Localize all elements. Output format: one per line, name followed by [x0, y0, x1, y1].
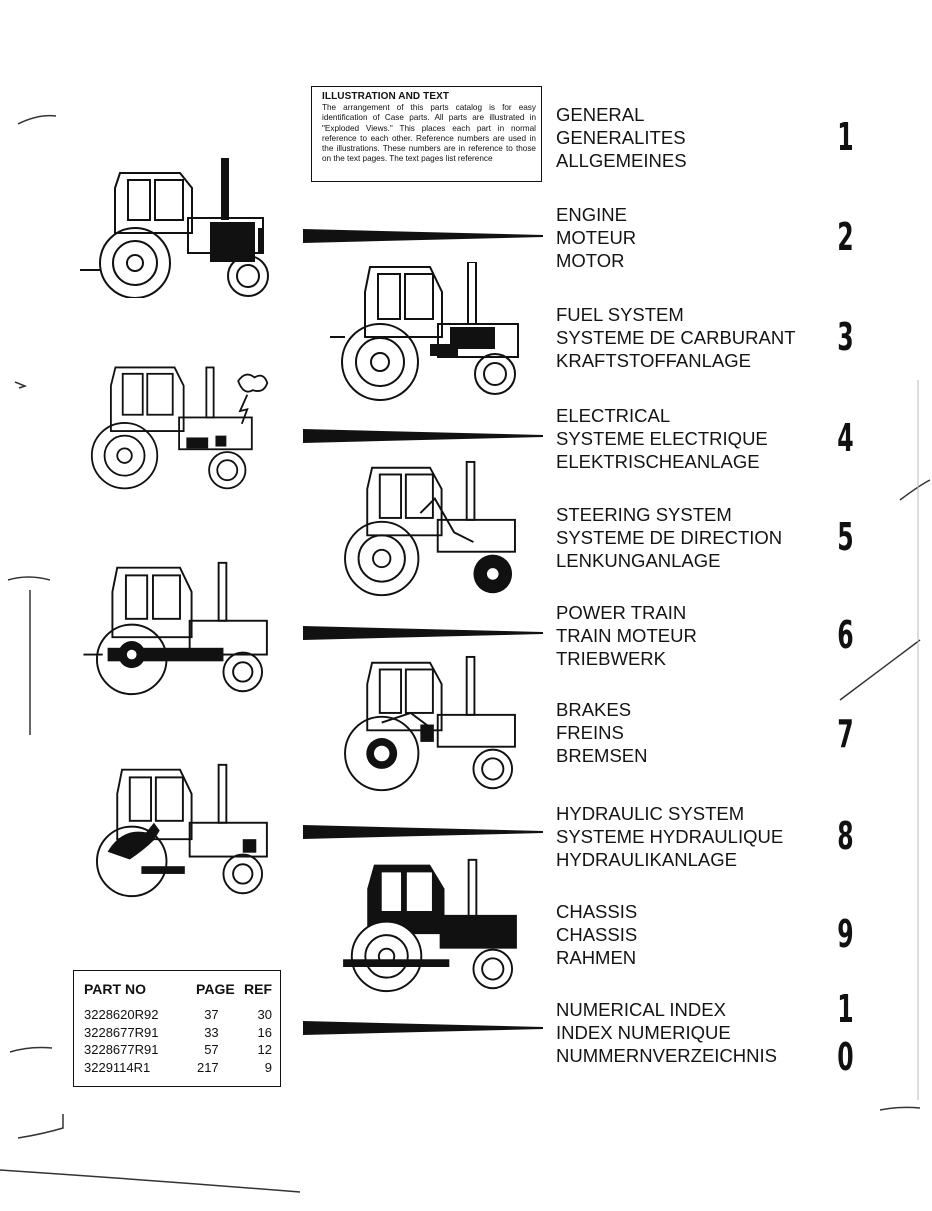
section-label-fr: GENERALITES	[556, 127, 686, 148]
section-number-10-text: 10	[837, 987, 854, 1079]
page-cell: 217	[196, 1059, 219, 1075]
table-row: 3228677R91 57 12	[84, 1041, 272, 1059]
table-row: 3229114R1 217 9	[84, 1059, 272, 1077]
section-label-fr: SYSTEME DE DIRECTION	[556, 527, 783, 548]
section-numerical-index[interactable]: NUMERICAL INDEX INDEX NUMERIQUE NUMMERNV…	[556, 998, 826, 1067]
section-label-de: MOTOR	[556, 250, 625, 271]
illustration-text-box: ILLUSTRATION AND TEXT The arrangement of…	[311, 86, 542, 182]
section-label-de: BREMSEN	[556, 745, 648, 766]
part-no-cell: 3228677R91	[84, 1024, 159, 1040]
tractor-hydraulic-icon[interactable]	[80, 760, 280, 900]
section-label-fr: CHASSIS	[556, 924, 638, 945]
section-brakes[interactable]: BRAKES FREINS BREMSEN	[556, 698, 826, 767]
section-number-3[interactable]: 3	[837, 315, 854, 359]
section-label-fr: TRAIN MOTEUR	[556, 625, 697, 646]
tractor-steering-icon[interactable]	[330, 460, 530, 600]
section-number-1[interactable]: 1	[837, 115, 854, 159]
part-no-cell: 3228620R92	[84, 1007, 159, 1022]
column-header-page: PAGE	[196, 981, 235, 997]
table-row: 3228620R92 37 30	[84, 1006, 272, 1024]
part-no-cell: 3228677R91	[84, 1042, 159, 1057]
section-label-en: NUMERICAL INDEX	[556, 999, 726, 1020]
pointer-engine	[303, 229, 543, 243]
section-number-2[interactable]: 2	[837, 215, 854, 259]
section-label-de: ALLGEMEINES	[556, 150, 687, 171]
section-number-7[interactable]: 7	[837, 712, 854, 756]
section-label-en: POWER TRAIN	[556, 602, 687, 623]
section-label-en: HYDRAULIC SYSTEM	[556, 803, 745, 824]
pointer-electrical	[303, 429, 543, 443]
section-label-de: ELEKTRISCHEANLAGE	[556, 451, 760, 472]
ref-cell: 16	[257, 1024, 272, 1040]
section-fuel-system[interactable]: FUEL SYSTEM SYSTEME DE CARBURANT KRAFTST…	[556, 303, 826, 372]
section-label-de: HYDRAULIKANLAGE	[556, 849, 737, 870]
tractor-electrical-icon[interactable]	[70, 352, 270, 492]
ref-cell: 9	[264, 1059, 272, 1075]
section-number-4[interactable]: 4	[837, 416, 854, 460]
column-header-ref: REF	[244, 981, 272, 997]
section-label-en: GENERAL	[556, 104, 645, 125]
table-header-row: PART NO PAGE REF	[84, 981, 272, 1006]
pointer-power-train	[303, 626, 543, 640]
section-label-fr: MOTEUR	[556, 227, 637, 248]
section-label-de: LENKUNGANLAGE	[556, 550, 721, 571]
tractor-chassis-icon[interactable]	[330, 855, 530, 995]
section-chassis[interactable]: CHASSIS CHASSIS RAHMEN	[556, 900, 826, 969]
section-number-10[interactable]: 10	[833, 985, 858, 1081]
tractor-brakes-icon[interactable]	[330, 655, 530, 795]
section-general[interactable]: GENERAL GENERALITES ALLGEMEINES	[556, 103, 826, 172]
ref-cell: 12	[257, 1042, 272, 1057]
section-label-fr: SYSTEME DE CARBURANT	[556, 327, 796, 348]
section-label-de: NUMMERNVERZEICHNIS	[556, 1045, 777, 1066]
page-cell: 57	[204, 1042, 219, 1057]
section-engine[interactable]: ENGINE MOTEUR MOTOR	[556, 203, 826, 272]
page-cell: 33	[204, 1024, 219, 1040]
section-label-en: CHASSIS	[556, 901, 638, 922]
section-label-en: BRAKES	[556, 699, 632, 720]
pointer-hydraulic	[303, 825, 543, 839]
section-electrical[interactable]: ELECTRICAL SYSTEME ELECTRIQUE ELEKTRISCH…	[556, 404, 826, 473]
tractor-powertrain-icon[interactable]	[80, 558, 280, 698]
section-label-en: FUEL SYSTEM	[556, 304, 684, 325]
section-number-9[interactable]: 9	[837, 912, 854, 956]
section-label-en: ENGINE	[556, 204, 627, 225]
tractor-engine-icon[interactable]	[80, 158, 280, 298]
section-label-en: STEERING SYSTEM	[556, 504, 732, 525]
section-label-de: KRAFTSTOFFANLAGE	[556, 350, 751, 371]
section-label-en: ELECTRICAL	[556, 405, 671, 426]
section-hydraulic[interactable]: HYDRAULIC SYSTEM SYSTEME HYDRAULIQUE HYD…	[556, 802, 826, 871]
section-label-fr: SYSTEME ELECTRIQUE	[556, 428, 768, 449]
section-power-train[interactable]: POWER TRAIN TRAIN MOTEUR TRIEBWERK	[556, 601, 826, 670]
section-label-fr: FREINS	[556, 722, 624, 743]
page-cell: 37	[204, 1007, 219, 1022]
section-number-5[interactable]: 5	[837, 515, 854, 559]
section-label-fr: SYSTEME HYDRAULIQUE	[556, 826, 784, 847]
section-number-6[interactable]: 6	[837, 613, 854, 657]
intro-title: ILLUSTRATION AND TEXT	[322, 91, 450, 102]
section-label-de: RAHMEN	[556, 947, 637, 968]
intro-body: The arrangement of this parts catalog is…	[322, 103, 536, 164]
section-label-de: TRIEBWERK	[556, 648, 666, 669]
tractor-fuel-icon[interactable]	[330, 262, 530, 402]
part-no-cell: 3229114R1	[84, 1059, 151, 1075]
ref-cell: 30	[257, 1007, 272, 1022]
section-label-fr: INDEX NUMERIQUE	[556, 1022, 731, 1043]
section-number-8[interactable]: 8	[837, 814, 854, 858]
parts-reference-table: PART NO PAGE REF 3228620R92 37 30 322867…	[73, 970, 281, 1087]
pointer-numerical-index	[303, 1021, 543, 1035]
section-steering[interactable]: STEERING SYSTEM SYSTEME DE DIRECTION LEN…	[556, 503, 826, 572]
table-row: 3228677R91 33 16	[84, 1024, 272, 1042]
column-header-part-no: PART NO	[84, 981, 146, 997]
